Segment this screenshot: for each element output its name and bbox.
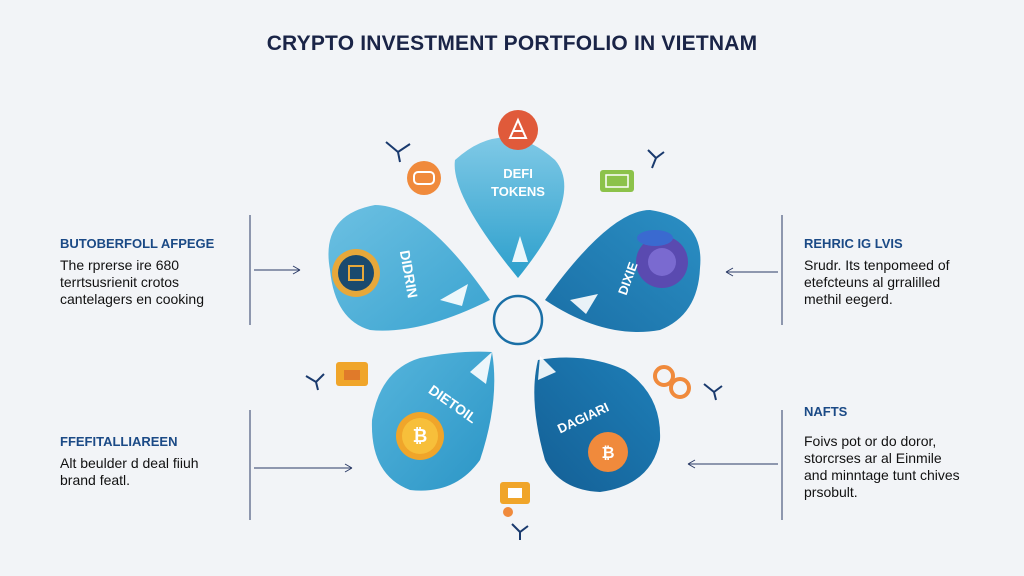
left-bottom-info: FFEFITALLIAREEN Alt beulder d deal fiiuh… bbox=[60, 434, 245, 489]
right-top-body: Srudr. Its tenpomeed of etefcteuns al gr… bbox=[804, 257, 1004, 308]
center-ring bbox=[492, 294, 544, 346]
right-bottom-info: NAFTS Foivs pot or do doror, storcrses a… bbox=[804, 404, 1004, 501]
right-bottom-heading: NAFTS bbox=[804, 404, 848, 419]
right-bottom-line: Foivs pot or do doror, bbox=[804, 433, 937, 449]
left-top-info: BUTOBERFOLL AFPEGE The rprerse ire 680 t… bbox=[60, 236, 245, 308]
left-bottom-line: Alt beulder d deal fiiuh bbox=[60, 455, 199, 471]
chain-icon bbox=[653, 365, 691, 399]
right-bottom-line: prsobult. bbox=[804, 484, 858, 500]
left-bottom-line: brand featl. bbox=[60, 472, 131, 488]
petal-label-tokens: TOKENS bbox=[491, 184, 545, 199]
connector-right-top bbox=[725, 215, 783, 325]
left-top-heading: BUTOBERFOLL AFPEGE bbox=[60, 236, 215, 251]
bitcoin-icon bbox=[588, 432, 628, 472]
drone-icon bbox=[305, 373, 325, 391]
petal-upper-right[interactable]: DIXIE bbox=[545, 210, 701, 332]
svg-text:₿: ₿ bbox=[413, 426, 428, 446]
connector-left-top bbox=[249, 215, 301, 325]
petal-lower-right[interactable]: ₿ DAGIARI bbox=[534, 356, 661, 492]
wallet-icon bbox=[336, 362, 368, 386]
drone-icon bbox=[647, 149, 665, 169]
left-top-line: terrtsusrienit crotos bbox=[60, 274, 180, 290]
petal-lower-left[interactable]: ₿ DIETOIL bbox=[371, 351, 495, 491]
drone-icon bbox=[511, 523, 529, 540]
page-title: CRYPTO INVESTMENT PORTFOLIO IN VIETNAM bbox=[266, 32, 758, 55]
right-bottom-body: Foivs pot or do doror, storcrses ar al E… bbox=[804, 433, 1004, 501]
briefcase-icon bbox=[500, 482, 530, 517]
right-bottom-line: and minntage tunt chives bbox=[804, 467, 960, 483]
left-top-body: The rprerse ire 680 terrtsusrienit croto… bbox=[60, 257, 245, 308]
left-bottom-heading: FFEFITALLIAREEN bbox=[60, 434, 178, 449]
wallet-icon bbox=[407, 161, 441, 195]
right-top-info: REHRIC IG LVIS Srudr. Its tenpomeed of e… bbox=[804, 236, 1004, 308]
left-top-line: cantelagers en cooking bbox=[60, 291, 204, 307]
connector-left-bottom bbox=[249, 410, 353, 520]
left-top-line: The rprerse ire 680 bbox=[60, 257, 180, 273]
right-top-heading: REHRIC IG LVIS bbox=[804, 236, 903, 251]
petal-defi-tokens[interactable]: DEFI TOKENS bbox=[454, 110, 565, 278]
right-top-line: Srudr. Its tenpomeed of bbox=[804, 257, 950, 273]
right-top-line: methil eegerd. bbox=[804, 291, 893, 307]
drone-icon bbox=[385, 141, 411, 163]
svg-text:₿: ₿ bbox=[601, 444, 614, 462]
connector-right-bottom bbox=[687, 410, 783, 520]
petal-upper-left[interactable]: DIDRIN bbox=[328, 205, 490, 331]
petal-label-defi: DEFI bbox=[503, 166, 533, 181]
certificate-icon bbox=[600, 170, 634, 192]
left-bottom-body: Alt beulder d deal fiiuh brand featl. bbox=[60, 455, 245, 489]
right-top-line: etefcteuns al grralilled bbox=[804, 274, 941, 290]
drone-icon bbox=[703, 383, 723, 401]
right-bottom-line: storcrses ar al Einmile bbox=[804, 450, 942, 466]
